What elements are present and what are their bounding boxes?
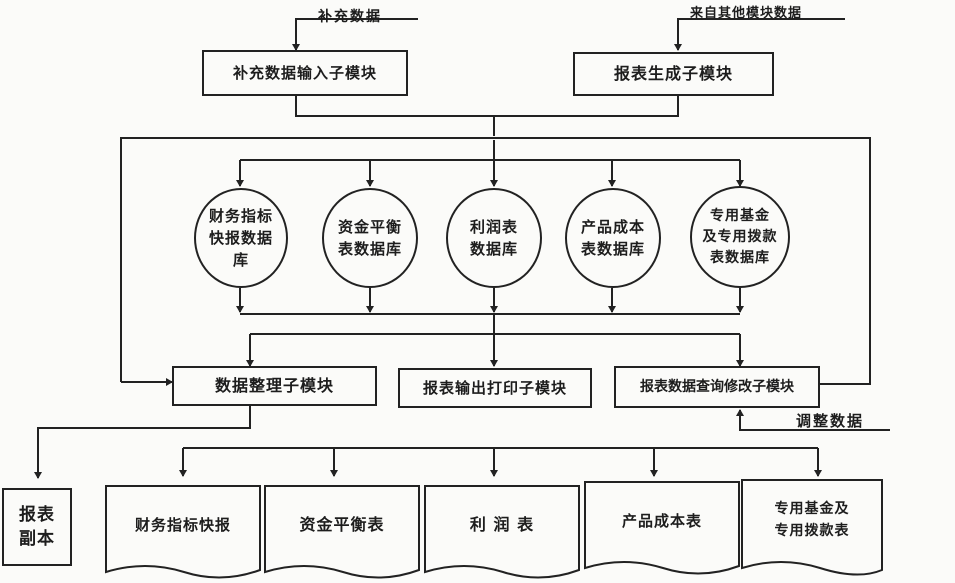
supplement-to-bus <box>295 96 495 136</box>
report-doc-label: 财务指标快报 <box>134 516 231 534</box>
database-label: 产品成本 表数据库 <box>580 218 645 258</box>
report-doc-shape-5 <box>741 479 883 576</box>
data-organize-module-label: 数据整理子模块 <box>214 376 334 395</box>
report-generate-module-label: 报表生成子模块 <box>613 64 733 83</box>
feedback-loop-line <box>120 137 871 385</box>
report-doc-shape-2 <box>264 485 420 579</box>
supplement-data-label: 补充数据 <box>318 9 382 25</box>
database-label: 资金平衡 表数据库 <box>337 218 402 258</box>
supplement-data-line <box>292 18 418 51</box>
report-doc-shape-4 <box>584 481 740 575</box>
data-organize-module: 数据整理子模块 <box>172 366 377 406</box>
report-doc-shape-1 <box>105 485 261 579</box>
other-module-data-label: 来自其他模块数据 <box>690 6 803 21</box>
report-doc-special-funds: 专用基金及 专用拨款表 <box>742 480 882 560</box>
database-label: 利润表 数据库 <box>469 218 518 258</box>
report-doc-fund-balance: 资金平衡表 <box>265 486 419 564</box>
organize-output-line <box>34 406 251 479</box>
report-query-module-label: 报表数据查询修改子模块 <box>640 379 794 395</box>
database-fund-balance: 资金平衡 表数据库 <box>322 188 418 288</box>
report-doc-product-cost: 产品成本表 <box>585 482 739 560</box>
report-doc-financial-indicators: 财务指标快报 <box>106 486 260 564</box>
other-module-data-line <box>674 18 845 51</box>
report-doc-shape-3 <box>424 485 580 579</box>
adjust-data-label: 调整数据 <box>796 412 865 430</box>
report-doc-profit: 利 润 表 <box>425 486 579 564</box>
report-doc-label: 资金平衡表 <box>299 515 385 534</box>
supplement-input-module: 补充数据输入子模块 <box>202 50 408 96</box>
report-copy-doc: 报表 副本 <box>2 488 72 566</box>
report-copy-label: 报表 副本 <box>19 505 55 549</box>
database-profit: 利润表 数据库 <box>446 188 542 288</box>
report-output-module-label: 报表输出打印子模块 <box>422 379 567 397</box>
database-label: 专用基金 及专用拨款 表数据库 <box>702 207 778 266</box>
report-generate-module: 报表生成子模块 <box>573 52 774 96</box>
report-query-module: 报表数据查询修改子模块 <box>614 366 820 408</box>
database-label: 财务指标 快报数据 库 <box>208 207 273 269</box>
report-doc-label: 专用基金及 专用拨款表 <box>774 501 850 539</box>
database-financial-indicators: 财务指标 快报数据 库 <box>194 188 288 288</box>
report-doc-label: 产品成本表 <box>621 512 702 530</box>
report-output-module: 报表输出打印子模块 <box>398 368 592 408</box>
supplement-input-module-label: 补充数据输入子模块 <box>232 64 377 82</box>
report-doc-label: 利 润 表 <box>469 515 535 534</box>
database-special-funds: 专用基金 及专用拨款 表数据库 <box>690 186 790 288</box>
generate-to-bus <box>494 96 679 117</box>
database-product-cost: 产品成本 表数据库 <box>565 188 661 288</box>
adjust-data-line <box>736 409 890 431</box>
